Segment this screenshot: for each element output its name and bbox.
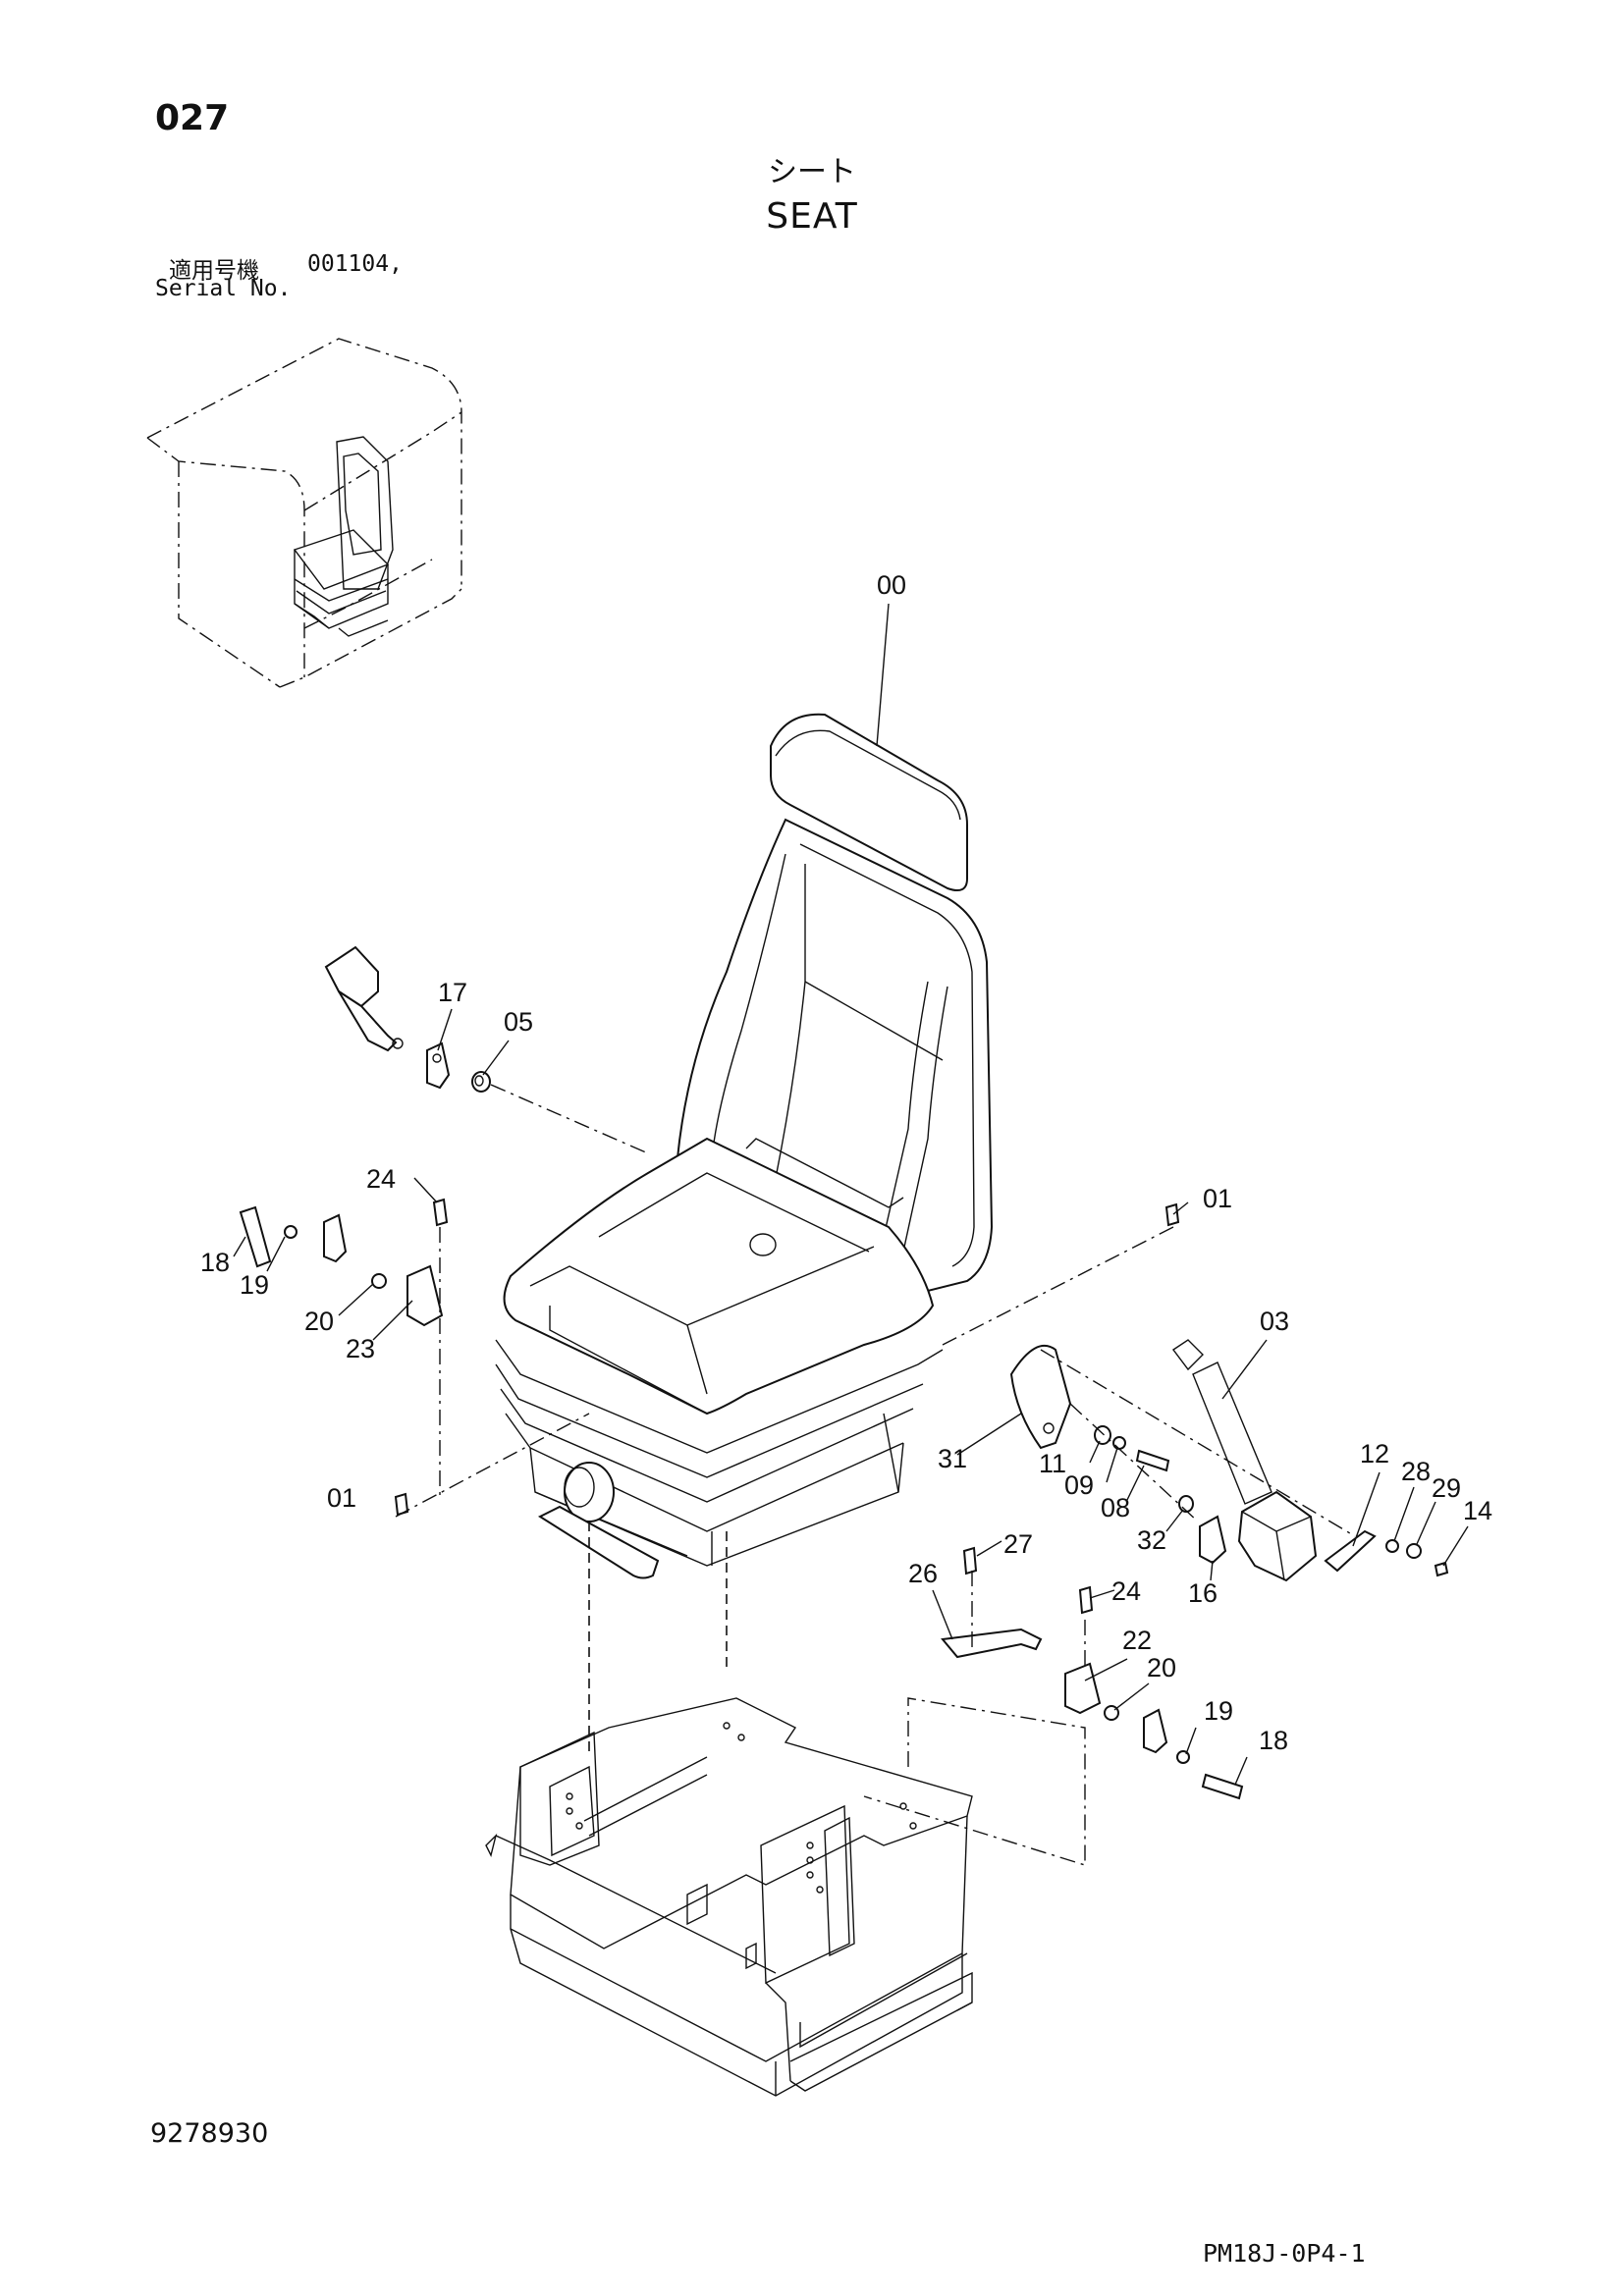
washer-19-left	[284, 1225, 298, 1239]
nut-05	[471, 1071, 491, 1093]
page-number: 027	[155, 98, 230, 138]
callout-19-right: 19	[1204, 1696, 1233, 1726]
callout-20-right: 20	[1147, 1653, 1176, 1682]
callout-27: 27	[1003, 1529, 1033, 1559]
washer-20-left	[371, 1273, 387, 1289]
callout-01-left: 01	[327, 1483, 356, 1513]
callout-17: 17	[438, 978, 467, 1007]
bolt-24-right	[1078, 1585, 1094, 1615]
bolt-01-left	[394, 1492, 409, 1517]
title-english: SEAT	[766, 196, 858, 237]
callout-01-right: 01	[1203, 1184, 1232, 1213]
callout-14: 14	[1463, 1496, 1492, 1525]
seat-slide-base	[485, 1697, 973, 2097]
callout-16: 16	[1188, 1578, 1218, 1608]
bracket-right	[1143, 1708, 1168, 1754]
callout-32: 32	[1137, 1525, 1166, 1555]
bolt-18-left	[239, 1205, 272, 1268]
seat-cushion	[503, 1137, 935, 1415]
bolt-18-right	[1201, 1773, 1244, 1800]
callout-24-left: 24	[366, 1164, 396, 1194]
callout-18-right: 18	[1259, 1726, 1288, 1755]
callout-24-right: 24	[1111, 1576, 1141, 1606]
callout-09: 09	[1064, 1470, 1094, 1500]
serial-value: 001104,	[307, 251, 403, 277]
drawing-number: 9278930	[150, 2118, 269, 2149]
callout-11: 11	[1039, 1449, 1066, 1478]
cab-location-thumbnail	[146, 338, 462, 688]
bracket-26	[941, 1628, 1043, 1659]
washer-28	[1385, 1539, 1399, 1553]
bolt-14	[1434, 1561, 1449, 1577]
washer-09	[1112, 1436, 1126, 1450]
seatbelt-buckle-left	[324, 945, 404, 1052]
serial-label-japanese: 適用号機	[169, 258, 259, 284]
callout-22: 22	[1122, 1626, 1152, 1655]
bolt-24-left	[432, 1198, 449, 1227]
bolt-08	[1135, 1449, 1170, 1472]
callout-31: 31	[938, 1444, 967, 1473]
washer-32	[1178, 1495, 1194, 1513]
callout-08: 08	[1101, 1493, 1130, 1522]
callout-20-left: 20	[304, 1307, 334, 1336]
seat-assembly	[495, 713, 994, 1579]
callout-05: 05	[504, 1007, 533, 1037]
washer-29	[1406, 1543, 1422, 1559]
bracket-left	[323, 1213, 348, 1263]
bracket-31	[1009, 1345, 1072, 1450]
callout-03: 03	[1260, 1307, 1289, 1336]
callout-29: 29	[1432, 1473, 1461, 1503]
callout-23: 23	[346, 1334, 375, 1363]
thumbnail-seat	[293, 436, 394, 637]
title-japanese: シート	[768, 155, 856, 189]
seatbelt-right-03	[1171, 1339, 1318, 1582]
callout-18-left: 18	[200, 1248, 230, 1277]
callout-00: 00	[877, 570, 906, 600]
plate-12	[1324, 1529, 1377, 1573]
bracket-16	[1199, 1515, 1227, 1565]
bolt-01-right	[1164, 1202, 1180, 1227]
callout-19-left: 19	[240, 1270, 269, 1300]
callout-leaders	[233, 603, 1469, 1786]
callout-12: 12	[1360, 1439, 1389, 1468]
callout-26: 26	[908, 1559, 938, 1588]
washer-19-right	[1176, 1750, 1190, 1764]
bracket-22	[1064, 1662, 1102, 1715]
bolt-27	[962, 1546, 978, 1575]
bracket-23	[406, 1264, 444, 1327]
headrest	[770, 713, 968, 891]
callout-labels: 00 01 01 03 05 08 09 11 12 14 16 17 18 1…	[200, 570, 1492, 1755]
callout-28: 28	[1401, 1457, 1431, 1486]
sheet-code: PM18J-0P4-1	[1203, 2239, 1366, 2268]
serial-label-english: Serial No.	[155, 276, 292, 301]
